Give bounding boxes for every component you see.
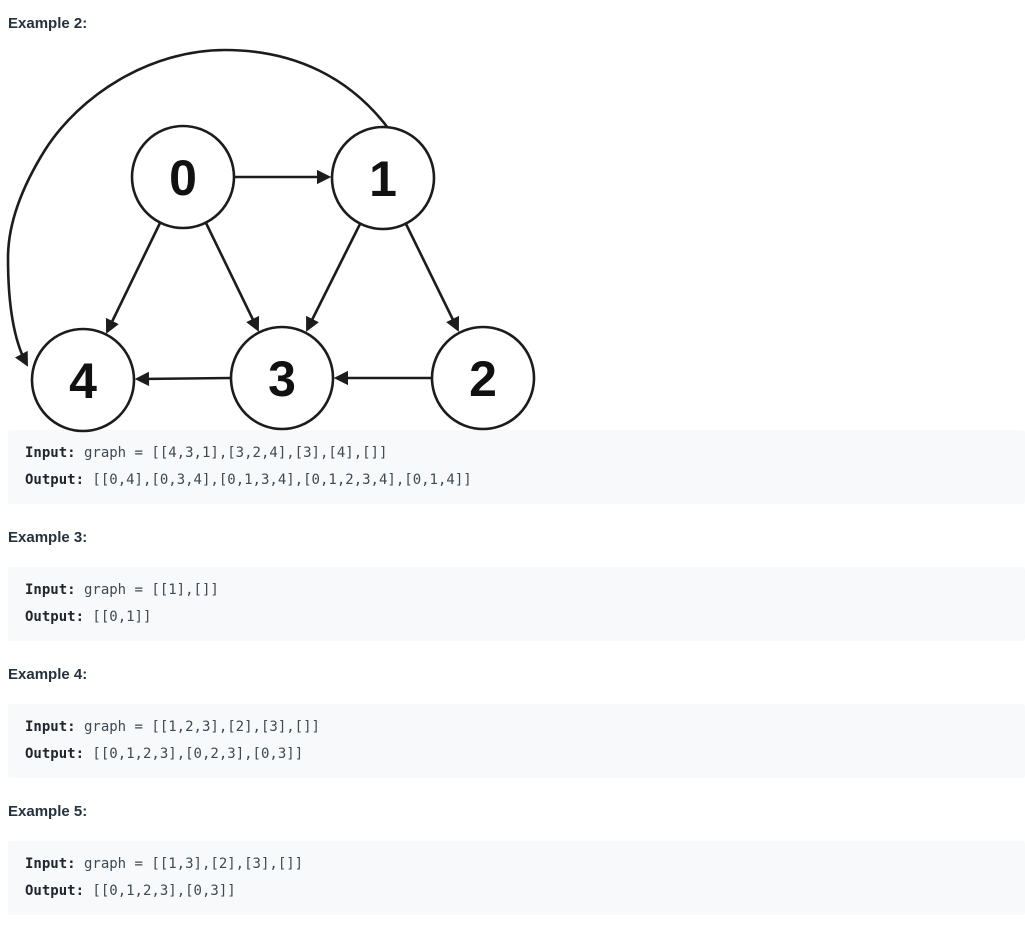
output-label: Output: bbox=[25, 472, 85, 488]
output-label: Output: bbox=[25, 883, 85, 899]
edge-0-4 bbox=[105, 222, 162, 334]
edge-0-3 bbox=[204, 222, 260, 332]
example-2-title: Example 2: bbox=[8, 15, 88, 32]
output-line: Output: [[0,4],[0,3,4],[0,1,3,4],[0,1,2,3… bbox=[25, 467, 1012, 494]
input-line: Input: graph = [[4,3,1],[3,2,4],[3],[4],[… bbox=[25, 440, 1012, 467]
input-value: graph = [[1,3],[2],[3],[]] bbox=[83, 856, 304, 872]
svg-text:4: 4 bbox=[69, 353, 97, 409]
output-line: Output: [[0,1,2,3],[0,2,3],[0,3]] bbox=[25, 741, 1012, 768]
svg-text:1: 1 bbox=[369, 151, 397, 207]
input-value: graph = [[4,3,1],[3,2,4],[3],[4],[]] bbox=[83, 445, 388, 461]
input-line: Input: graph = [[1],[]] bbox=[25, 577, 1012, 604]
problem-examples-page: Example 2: 0 1 2 3 bbox=[0, 14, 1025, 915]
output-value: [[0,1]] bbox=[92, 609, 152, 625]
svg-text:3: 3 bbox=[268, 351, 296, 407]
edge-3-4 bbox=[134, 371, 232, 387]
example-5-title: Example 5: bbox=[8, 803, 88, 820]
output-value: [[0,1,2,3],[0,2,3],[0,3]] bbox=[92, 746, 304, 762]
input-label: Input: bbox=[25, 582, 76, 598]
input-label: Input: bbox=[25, 719, 76, 735]
graph-node-1: 1 bbox=[330, 125, 436, 231]
graph-node-3: 3 bbox=[229, 325, 335, 431]
example-4-title: Example 4: bbox=[8, 666, 88, 683]
graph-node-4: 4 bbox=[30, 327, 136, 433]
svg-text:0: 0 bbox=[169, 150, 197, 206]
input-line: Input: graph = [[1,3],[2],[3],[]] bbox=[25, 851, 1012, 878]
example-5-code-block: Input: graph = [[1,3],[2],[3],[]] Output: [… bbox=[8, 841, 1025, 915]
example-2-code-block: Input: graph = [[4,3,1],[3,2,4],[3],[4],[… bbox=[8, 430, 1025, 504]
edge-1-2 bbox=[404, 223, 460, 332]
example-3-code-block: Input: graph = [[1],[]] Output: [[0,1]] bbox=[8, 567, 1025, 641]
input-label: Input: bbox=[25, 445, 76, 461]
input-value: graph = [[1,2,3],[2],[3],[]] bbox=[83, 719, 320, 735]
output-line: Output: [[0,1]] bbox=[25, 604, 1012, 631]
output-value: [[0,4],[0,3,4],[0,1,3,4],[0,1,2,3,4],[0,… bbox=[92, 472, 472, 488]
graph-diagram: 0 1 2 3 4 bbox=[6, 48, 536, 433]
output-line: Output: [[0,1,2,3],[0,3]] bbox=[25, 878, 1012, 905]
example-3-title: Example 3: bbox=[8, 529, 88, 546]
edge-1-3 bbox=[306, 223, 362, 332]
graph-node-2: 2 bbox=[430, 325, 536, 431]
input-value: graph = [[1],[]] bbox=[83, 582, 219, 598]
example-4-code-block: Input: graph = [[1,2,3],[2],[3],[]] Output… bbox=[8, 704, 1025, 778]
svg-text:2: 2 bbox=[469, 351, 497, 407]
output-value: [[0,1,2,3],[0,3]] bbox=[92, 883, 236, 899]
edge-1-4-curve bbox=[6, 48, 390, 367]
input-label: Input: bbox=[25, 856, 76, 872]
graph-node-0: 0 bbox=[130, 124, 236, 230]
output-label: Output: bbox=[25, 609, 85, 625]
input-line: Input: graph = [[1,2,3],[2],[3],[]] bbox=[25, 714, 1012, 741]
output-label: Output: bbox=[25, 746, 85, 762]
